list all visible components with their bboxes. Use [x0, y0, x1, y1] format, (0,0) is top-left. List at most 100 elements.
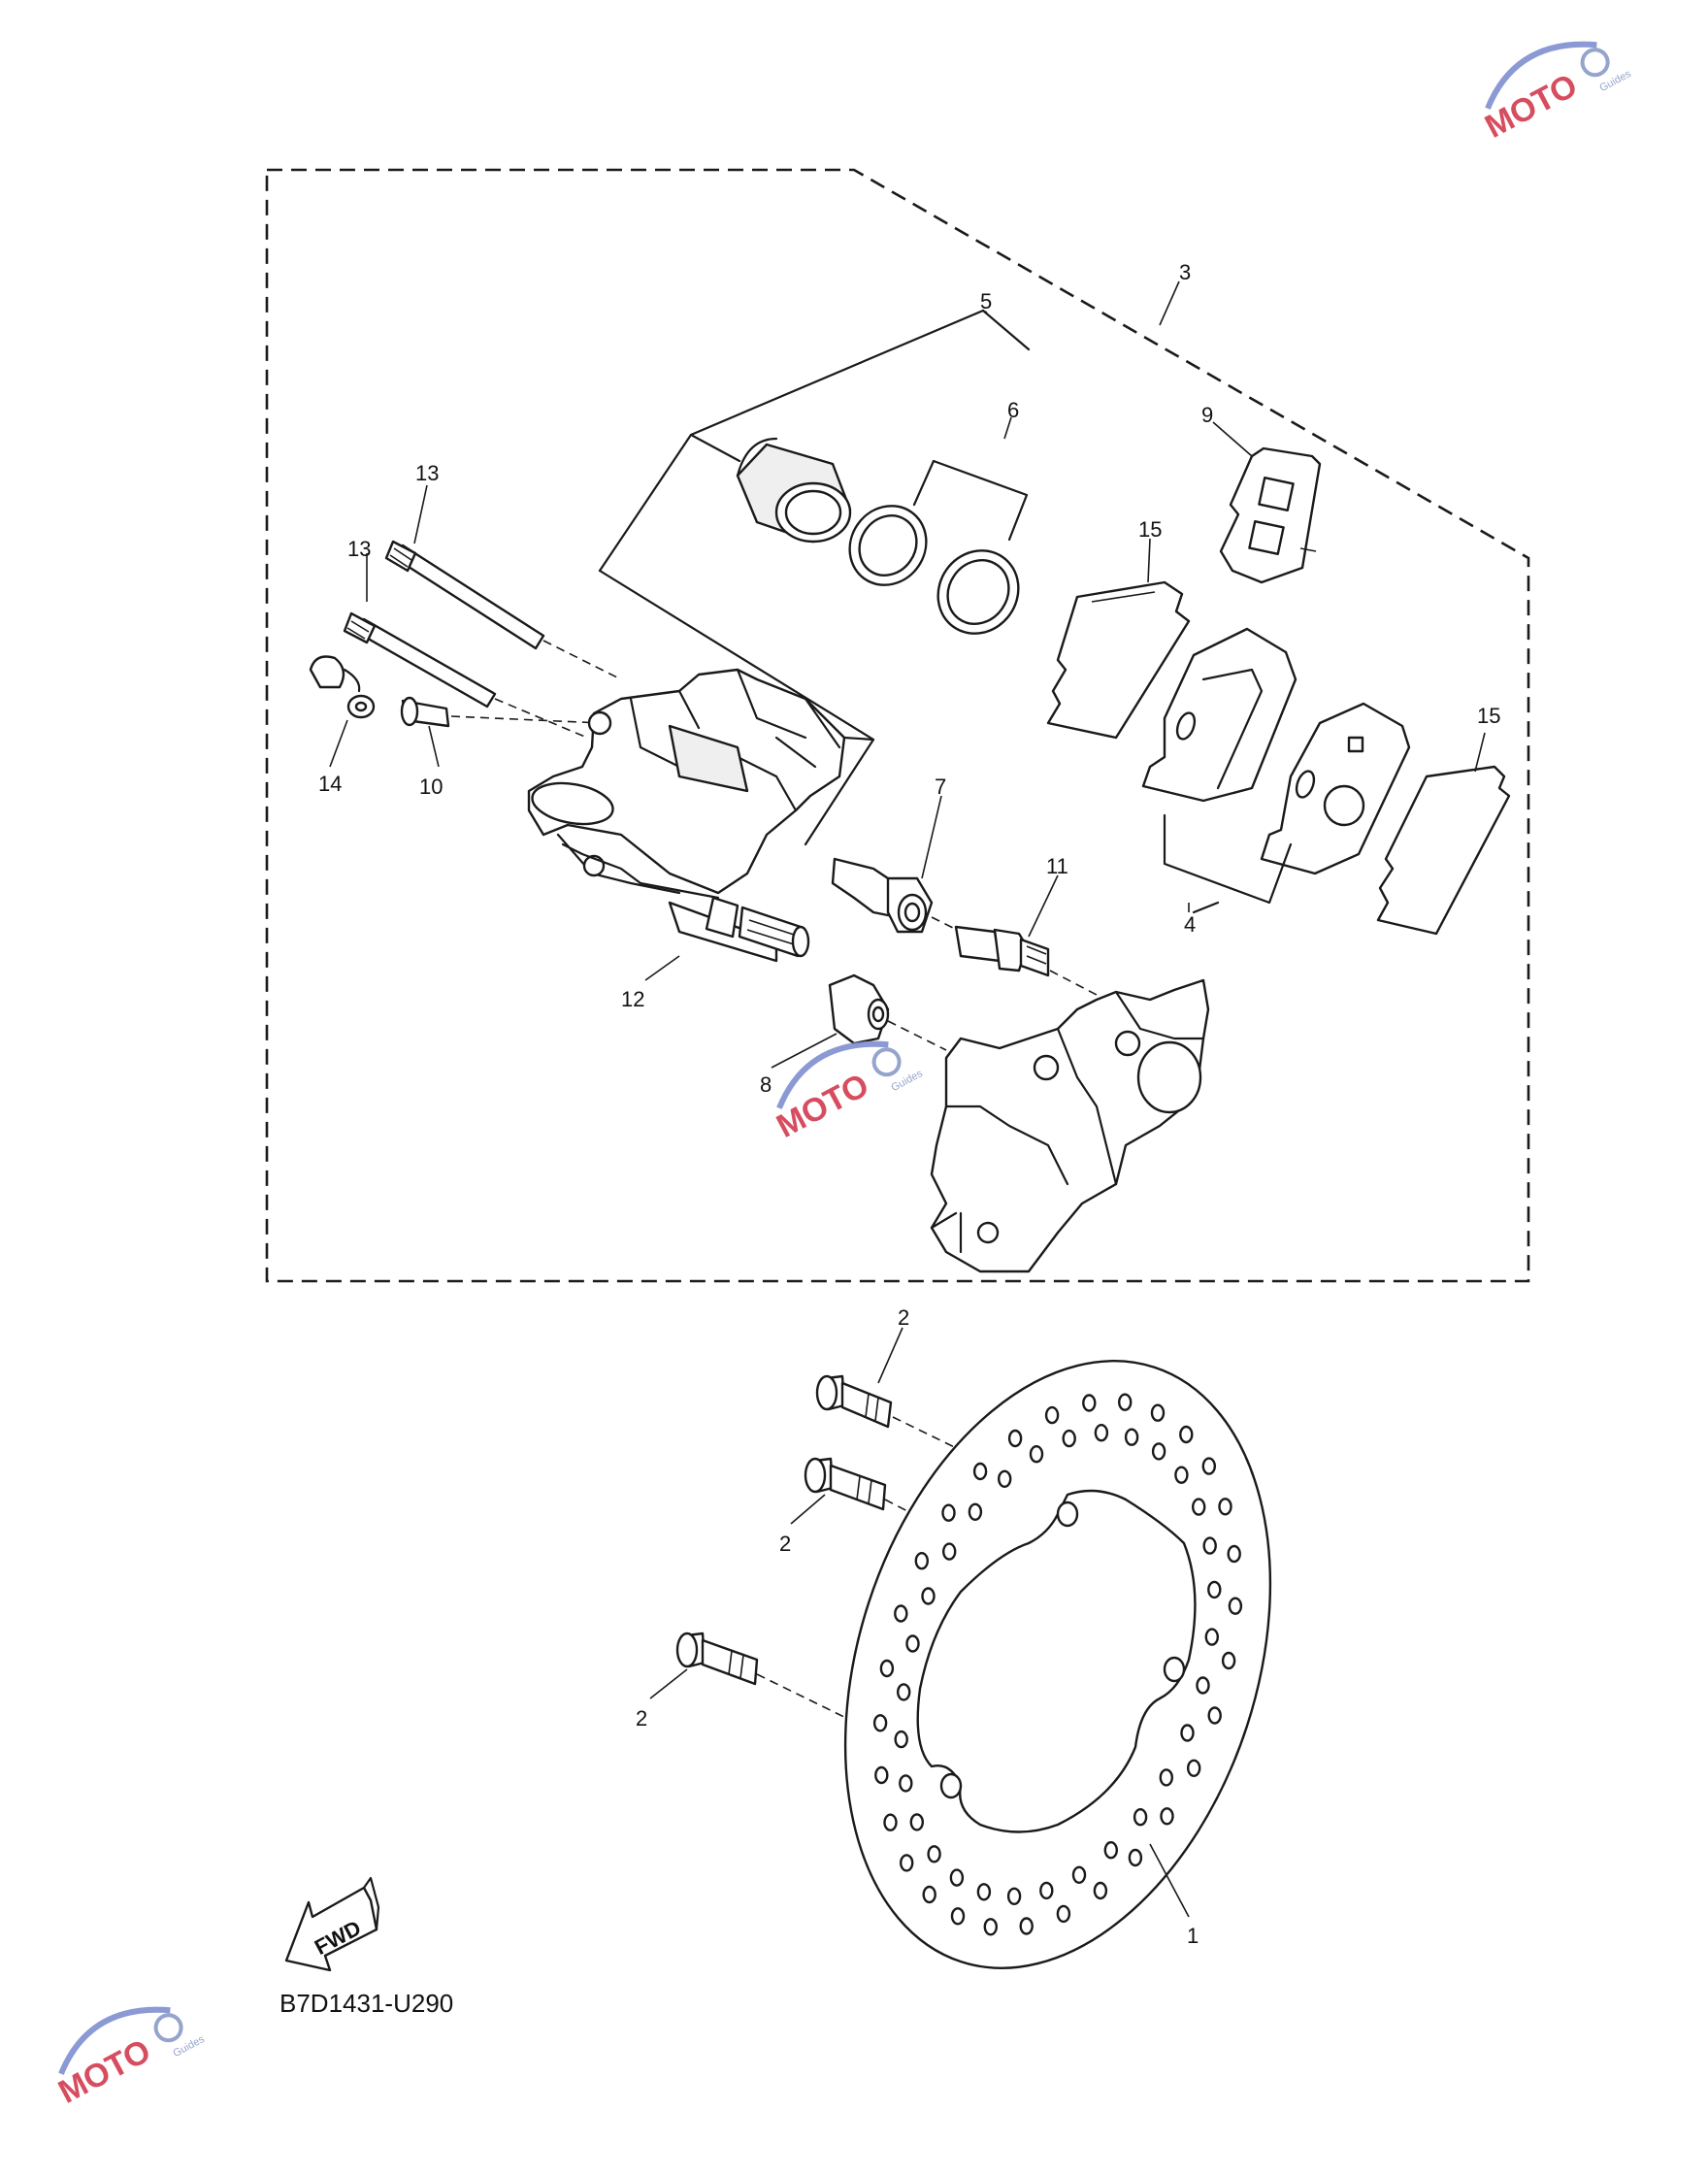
- disc-vent-hole: [1094, 1423, 1109, 1442]
- disc-vent-hole: [922, 1885, 936, 1904]
- disc-vent-hole: [1082, 1394, 1097, 1412]
- caliper-body: [527, 668, 846, 900]
- watermark-logo-center: MOTO Guides: [771, 1040, 925, 1145]
- label-part-5: 5: [980, 289, 992, 313]
- pin-bolt: [954, 925, 1050, 977]
- disc-vent-hole: [1179, 1425, 1194, 1444]
- disc-vent-hole: [1207, 1580, 1222, 1599]
- disc-vent-hole: [1196, 1676, 1210, 1695]
- caliper-bracket: [930, 978, 1210, 1273]
- disc-vent-hole: [874, 1765, 889, 1785]
- label-part-11: 11: [1046, 854, 1068, 878]
- pad-shim-right: [1376, 765, 1511, 936]
- disc-vent-hole: [1150, 1403, 1166, 1422]
- watermark-logo-bottom-left: MOTO Guides: [52, 2006, 207, 2111]
- disc-vent-hole: [972, 1462, 988, 1481]
- label-part-1: 1: [1187, 1924, 1199, 1948]
- brake-pad-lower: [1260, 702, 1411, 875]
- disc-vent-hole: [1218, 1498, 1232, 1516]
- disc-vent-hole: [1019, 1917, 1034, 1935]
- disc-vent-hole: [1159, 1768, 1174, 1787]
- pin-boot-upper: [831, 857, 934, 934]
- disc-vent-hole: [1133, 1807, 1148, 1827]
- piston-seals: [848, 505, 1020, 635]
- disc-vent-hole: [1202, 1536, 1217, 1555]
- label-part-9: 9: [1201, 403, 1213, 427]
- disc-vent-hole: [909, 1813, 924, 1831]
- disc-vent-hole: [1124, 1428, 1139, 1446]
- label-part-15-right: 15: [1477, 704, 1500, 728]
- caliper-assembly-boundary: [265, 168, 1530, 1283]
- disc-vent-hole: [1029, 1444, 1044, 1464]
- disc-vent-hole: [897, 1683, 911, 1701]
- disc-vent-hole: [1160, 1807, 1174, 1826]
- brake-pad-upper: [1141, 627, 1297, 803]
- disc-vent-hole: [1180, 1724, 1195, 1742]
- disc-vent-hole: [941, 1503, 956, 1522]
- disc-vent-hole: [905, 1634, 920, 1653]
- disc-vent-hole: [914, 1551, 929, 1570]
- disc-vent-hole: [1103, 1840, 1119, 1860]
- disc-vent-hole: [921, 1587, 936, 1605]
- label-part-2-top: 2: [898, 1305, 909, 1330]
- pad-shim-left: [1046, 580, 1191, 740]
- disc-vent-hole: [1044, 1405, 1060, 1425]
- disc-vent-hole: [1117, 1393, 1133, 1411]
- disc-bolt-bottom: [675, 1632, 759, 1686]
- disc-vent-hole: [1204, 1628, 1220, 1646]
- disc-vent-hole: [983, 1918, 998, 1936]
- watermark-logo-top-right: MOTO Guides: [1479, 41, 1633, 146]
- label-part-2-middle: 2: [779, 1532, 791, 1556]
- piston: [736, 437, 852, 544]
- disc-vent-hole: [1191, 1498, 1206, 1516]
- disc-vent-hole: [879, 1659, 895, 1678]
- leader-lines: [329, 280, 1486, 1918]
- diagram-code: B7D1431-U290: [279, 1989, 453, 2018]
- label-part-13-upper: 13: [415, 461, 439, 485]
- slide-pin: [668, 896, 810, 963]
- disc-vent-holes: [872, 1393, 1243, 1936]
- disc-vent-hole: [900, 1854, 914, 1872]
- pad-spring: [1219, 446, 1322, 584]
- disc-vent-hole: [1151, 1442, 1166, 1461]
- label-part-7: 7: [935, 775, 946, 799]
- disc-bolt-middle: [804, 1457, 887, 1511]
- label-part-12: 12: [621, 987, 644, 1011]
- pad-bracket-lines: [1163, 813, 1293, 905]
- label-part-14: 14: [318, 772, 342, 796]
- disc-vent-hole: [894, 1604, 908, 1623]
- disc-vent-hole: [1071, 1865, 1087, 1885]
- disc-vent-hole: [1201, 1457, 1217, 1475]
- pin-boot-lower: [828, 973, 890, 1045]
- disc-vent-hole: [1174, 1466, 1189, 1484]
- disc-vent-hole: [1186, 1759, 1201, 1778]
- disc-vent-hole: [1228, 1597, 1243, 1615]
- svg-text:MOTO: MOTO: [771, 1067, 874, 1145]
- disc-vent-hole: [976, 1883, 992, 1901]
- disc-vent-hole: [927, 1845, 941, 1863]
- disc-vent-hole: [1007, 1429, 1023, 1448]
- disc-vent-hole: [1039, 1881, 1054, 1900]
- disc-vent-hole: [950, 1907, 966, 1926]
- disc-bolt-top: [815, 1374, 893, 1429]
- label-part-15-left: 15: [1138, 517, 1162, 542]
- pad-pin-lower: [343, 611, 497, 709]
- svg-text:MOTO: MOTO: [1479, 67, 1583, 146]
- disc-vent-hole: [1221, 1651, 1236, 1670]
- label-part-8: 8: [760, 1072, 772, 1097]
- bleeder-cap: [309, 655, 376, 719]
- disc-vent-hole: [872, 1714, 888, 1732]
- disc-vent-hole: [1006, 1887, 1022, 1906]
- label-part-4: 4: [1184, 912, 1196, 937]
- disc-vent-hole: [883, 1813, 898, 1831]
- disc-vent-hole: [1093, 1881, 1108, 1900]
- disc-vent-hole: [1056, 1904, 1071, 1924]
- disc-vent-hole: [1128, 1848, 1143, 1867]
- forward-arrow-icon: FWD: [284, 1876, 380, 1972]
- label-part-13-lower: 13: [347, 537, 371, 561]
- label-part-2-bottom: 2: [636, 1706, 647, 1731]
- disc-vent-hole: [1207, 1706, 1222, 1725]
- disc-vent-hole: [899, 1774, 913, 1793]
- pad-pin-upper: [384, 540, 545, 650]
